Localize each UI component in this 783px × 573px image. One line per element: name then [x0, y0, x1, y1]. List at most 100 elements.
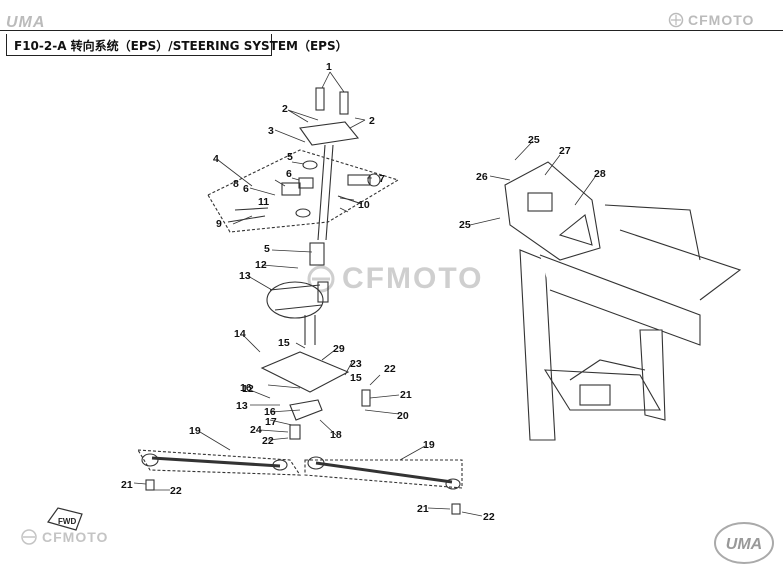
leader-lines	[133, 71, 596, 517]
callout-number: 7	[379, 173, 385, 185]
tie-rod-box-right	[304, 459, 463, 489]
bushing-part	[367, 173, 381, 187]
callout-number: 20	[397, 410, 409, 422]
tie-rod-box-left	[136, 449, 302, 476]
bushing-part	[302, 160, 318, 170]
callout-number: 1	[326, 61, 332, 73]
callout-number: 5	[264, 243, 270, 255]
frame-left-rail	[519, 249, 556, 441]
steering-shaft-part	[317, 144, 334, 241]
callout-number: 19	[189, 425, 201, 437]
eps-housing-part	[317, 281, 329, 303]
uma-footer-logo: UMA	[712, 520, 776, 571]
pitman-arm-part	[289, 399, 323, 421]
callout-number: 25	[528, 134, 540, 146]
tie-rod-right-part	[315, 461, 453, 484]
callout-number: 10	[358, 199, 370, 211]
tie-rod-end-part	[141, 453, 159, 467]
eps-motor-part	[269, 284, 323, 311]
fwd-label: FWD	[58, 517, 76, 526]
tie-rod-end-part	[307, 456, 325, 470]
callout-number: 15	[278, 337, 290, 349]
callout-number: 24	[250, 424, 262, 436]
callout-number: 8	[233, 178, 239, 190]
uma-footer-text: UMA	[726, 536, 762, 553]
callout-number: 15	[350, 372, 362, 384]
tie-rod-left-part	[151, 456, 281, 468]
callout-number: 22	[170, 485, 182, 497]
callout-number: 28	[594, 168, 606, 180]
callout-number: 17	[265, 416, 277, 428]
assembly-box	[207, 149, 400, 233]
bolt-part	[315, 87, 325, 111]
callout-number: 18	[330, 429, 342, 441]
collar-part	[347, 174, 371, 186]
frame-diagonal	[569, 359, 646, 381]
nut-part	[289, 424, 301, 440]
callout-number: 6	[243, 183, 249, 195]
callout-number: 16	[240, 382, 252, 394]
callout-number: 14	[234, 328, 246, 340]
callout-number: 13	[239, 270, 251, 282]
callout-number: 19	[423, 439, 435, 451]
callout-number: 16	[264, 406, 276, 418]
bracket-window-part	[527, 192, 553, 212]
nut-part	[145, 479, 155, 491]
tie-rod-end-part	[445, 478, 461, 490]
cfmoto-footer-text: CFMOTO	[42, 529, 109, 545]
frame-cross-member	[539, 254, 701, 346]
callout-number: 5	[287, 151, 293, 163]
callout-number: 9	[216, 218, 222, 230]
nut-part	[451, 503, 461, 515]
frame-right-rail	[639, 329, 666, 421]
callout-number: 21	[121, 479, 133, 491]
mount-plate-part	[260, 351, 350, 393]
clamp-bracket-part	[299, 121, 360, 146]
bolt-part	[339, 91, 349, 115]
parts-linework	[47, 71, 742, 531]
cfmoto-logo: CFMOTO	[668, 12, 754, 28]
callout-number: 25	[459, 219, 471, 231]
callout-number: 26	[476, 171, 488, 183]
nut-part	[361, 389, 371, 407]
title-box	[6, 34, 272, 56]
washer-part	[295, 208, 311, 218]
frame-upper-tube	[604, 204, 742, 301]
callout-number: 21	[417, 503, 429, 515]
callout-number: 22	[262, 435, 274, 447]
cfmoto-brand-text: CFMOTO	[688, 12, 755, 28]
callout-number: 2	[369, 115, 375, 127]
universal-joint-part	[309, 242, 325, 266]
bracket-part	[281, 182, 301, 196]
tie-rod-end-part	[272, 459, 288, 471]
cfmoto-emblem-icon	[307, 265, 335, 293]
callout-number: 29	[333, 343, 345, 355]
fwd-arrow-icon	[47, 507, 83, 531]
collar-part	[298, 177, 314, 189]
callout-number: 4	[213, 153, 219, 165]
callout-number: 12	[242, 383, 254, 395]
callout-number: 3	[268, 125, 274, 137]
uma-emblem-icon: UMA	[714, 522, 774, 564]
frame-bottom-member	[543, 369, 661, 411]
bracket-triangle-part	[558, 214, 593, 246]
cfmoto-watermark-text: CFMOTO	[342, 262, 484, 295]
frame-plate-part	[579, 384, 611, 406]
cfmoto-watermark: CFMOTO	[306, 262, 483, 296]
cfmoto-emblem-icon	[668, 12, 684, 28]
callout-number: 27	[559, 145, 571, 157]
output-shaft-part	[304, 315, 316, 345]
callout-number: 2	[282, 103, 288, 115]
page-title: F10-2-A 转向系统（EPS）/STEERING SYSTEM（EPS）	[14, 39, 348, 53]
callout-number: 12	[255, 259, 267, 271]
callout-number: 11	[258, 196, 269, 208]
callout-number: 13	[236, 400, 248, 412]
bolt-part	[227, 195, 363, 223]
header-rule	[0, 30, 783, 31]
callout-number: 22	[384, 363, 396, 375]
callout-number: 23	[350, 358, 362, 370]
uma-logo: UMA	[6, 14, 46, 31]
callout-number: 21	[400, 389, 412, 401]
